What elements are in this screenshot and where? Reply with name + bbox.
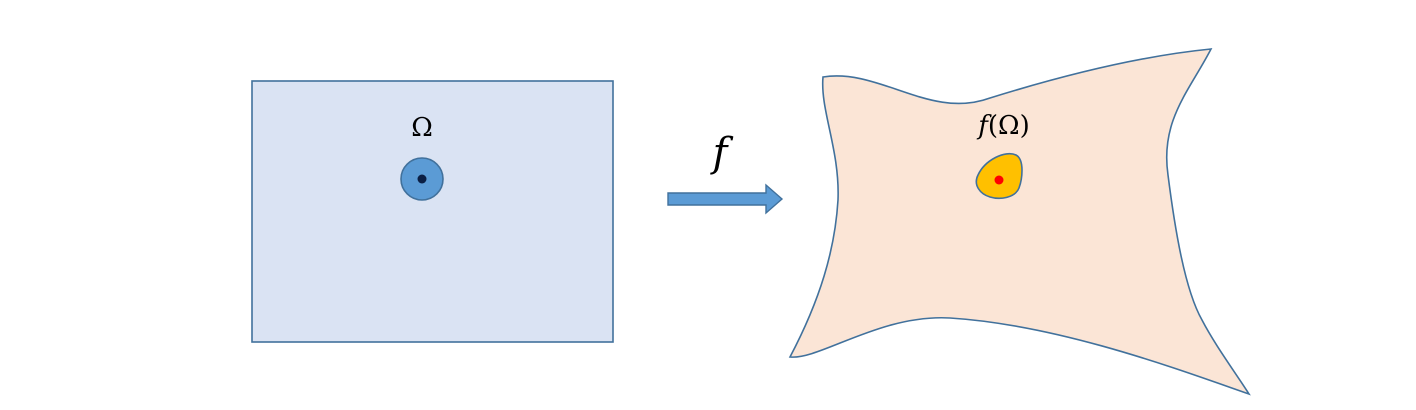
image-region bbox=[788, 48, 1251, 396]
domain-label: Ω bbox=[411, 113, 433, 143]
image-label-paren-open: ( bbox=[988, 111, 998, 141]
image-label: f(Ω) bbox=[976, 111, 1030, 141]
image-point bbox=[994, 175, 1004, 185]
domain-rectangle bbox=[251, 80, 614, 343]
image-label-arg: Ω bbox=[998, 111, 1020, 141]
map-arrow bbox=[667, 183, 784, 215]
map-label: f bbox=[710, 130, 734, 176]
domain-point bbox=[417, 174, 427, 184]
image-label-paren-close: ) bbox=[1020, 111, 1030, 141]
